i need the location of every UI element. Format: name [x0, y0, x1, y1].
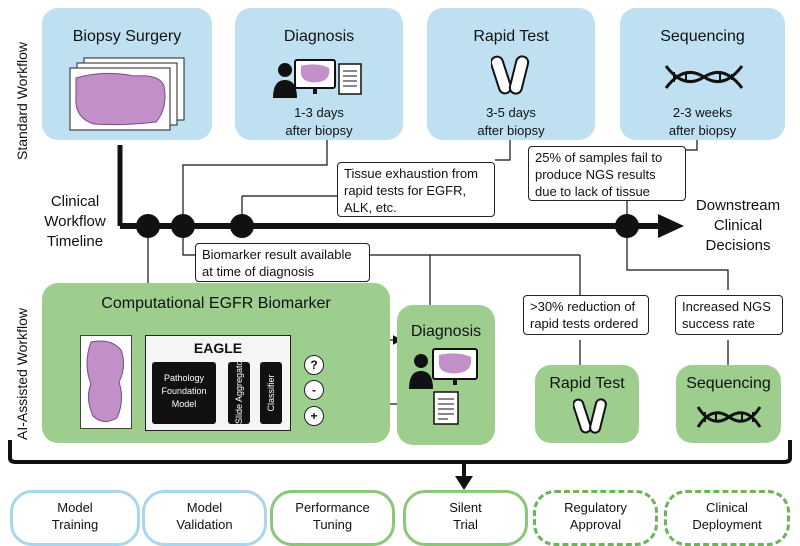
pathology-foundation-model: Pathology Foundation Model: [152, 362, 216, 424]
biopsy-title: Biopsy Surgery: [72, 28, 182, 45]
note-line: at time of diagnosis: [202, 264, 315, 279]
computational-biomarker-box: Computational EGFR Biomarker EAGLE Patho…: [42, 283, 390, 443]
pfm-line: Foundation: [161, 386, 207, 396]
pfm-line: Model: [171, 399, 197, 409]
eagle-label: EAGLE: [193, 340, 243, 356]
biopsy-surgery-box: Biopsy Surgery: [42, 8, 212, 140]
timeline-label-line: Timeline: [46, 233, 104, 250]
step-line: Model: [57, 500, 93, 515]
rapid-time-1: 3-5 days: [486, 105, 536, 120]
note-line: Biomarker result available: [202, 247, 352, 262]
step-line: Silent: [449, 500, 482, 515]
negative-output-icon: -: [304, 380, 324, 400]
classifier: Classifier: [260, 362, 282, 424]
decisions-label-line: Clinical: [713, 217, 763, 234]
test-tubes-icon: [573, 398, 607, 434]
eagle-model-box: EAGLE Pathology Foundation Model Slide A…: [145, 335, 291, 431]
model-validation-step: Model Validation: [142, 490, 267, 546]
note-line: rapid tests ordered: [530, 316, 639, 331]
timeline-arrowhead: [658, 214, 684, 238]
diagnosis-box-top: Diagnosis 1-3 days after biopsy: [235, 8, 403, 140]
clinical-deployment-step: Clinical Deployment: [664, 490, 790, 546]
timeline-dot: [230, 214, 254, 238]
decisions-label-line: Decisions: [705, 237, 771, 254]
step-line: Regulatory: [564, 500, 627, 515]
step-line: Model: [186, 500, 223, 515]
note-line: due to lack of tissue: [535, 184, 650, 199]
pathologist-icon: [273, 59, 362, 98]
test-tubes-icon: [491, 55, 530, 95]
rapid-test-box-top: Rapid Test 3-5 days after biopsy: [427, 8, 595, 140]
sequencing-time-2: after biopsy: [668, 123, 737, 138]
note-line: rapid tests for EGFR,: [344, 183, 467, 198]
timeline-dot: [171, 214, 195, 238]
timeline-dot: [615, 214, 639, 238]
note-line: success rate: [682, 316, 755, 331]
silent-trial-step: Silent Trial: [403, 490, 528, 546]
step-line: Clinical: [706, 500, 748, 515]
ngs-fail-note: 25% of samples fail to produce NGS resul…: [528, 146, 686, 201]
timeline-label-line: Workflow: [44, 213, 106, 230]
diagnosis-box-ai: Diagnosis: [397, 305, 495, 445]
tissue-exhaustion-note: Tissue exhaustion from rapid tests for E…: [337, 162, 495, 217]
uncertain-output-icon: ?: [304, 355, 324, 375]
performance-tuning-step: Performance Tuning: [270, 490, 395, 546]
step-line: Approval: [569, 517, 622, 532]
pathologist-icon: [409, 348, 478, 389]
positive-output-icon: +: [304, 406, 324, 426]
step-line: Training: [51, 517, 99, 532]
timeline-label-line: Clinical: [50, 193, 100, 210]
wsi-slide: [80, 335, 132, 429]
diagnosis-time-1: 1-3 days: [294, 105, 344, 120]
step-line: Trial: [453, 517, 478, 532]
note-line: >30% reduction of: [530, 299, 636, 314]
decisions-label: Downstream Clinical Decisions: [688, 196, 788, 256]
step-line: Validation: [176, 517, 233, 532]
note-line: produce NGS results: [535, 167, 656, 182]
sequencing-box-top: Sequencing 2-3 weeks after biopsy: [620, 8, 785, 140]
rapid-test-box-ai: Rapid Test: [535, 365, 639, 443]
rapid-time-2: after biopsy: [477, 123, 545, 138]
decisions-label-line: Downstream: [695, 197, 781, 214]
classifier-label: Classifier: [266, 374, 276, 412]
tissue-sample-icon: [86, 340, 125, 422]
sequencing-time-1: 2-3 weeks: [672, 105, 733, 120]
reduction-note: >30% reduction of rapid tests ordered: [523, 295, 649, 335]
model-training-step: Model Training: [10, 490, 140, 546]
timeline-dots: [136, 214, 639, 238]
timeline-label: Clinical Workflow Timeline: [30, 192, 120, 252]
dna-icon: [664, 65, 744, 89]
timeline-dot: [136, 214, 160, 238]
diagnosis-title: Diagnosis: [283, 28, 355, 45]
diagnosis-ai-title: Diagnosis: [410, 323, 482, 340]
dna-icon: [696, 406, 762, 428]
slide-aggregator: Slide Aggregator: [228, 357, 250, 424]
note-line: ALK, etc.: [344, 200, 397, 215]
note-line: Tissue exhaustion from: [344, 166, 478, 181]
note-line: 25% of samples fail to: [535, 150, 663, 165]
sequencing-title: Sequencing: [660, 28, 745, 45]
regulatory-approval-step: Regulatory Approval: [533, 490, 658, 546]
sequencing-box-ai: Sequencing: [676, 365, 781, 443]
note-line: Increased NGS: [682, 299, 771, 314]
sequencing-ai-title: Sequencing: [686, 375, 771, 392]
slide-aggregator-label: Slide Aggregator: [234, 357, 244, 424]
ngs-success-note: Increased NGS success rate: [675, 295, 783, 335]
step-line: Deployment: [692, 517, 762, 532]
step-line: Tuning: [312, 517, 353, 532]
diagnosis-time-2: after biopsy: [285, 123, 353, 138]
report-icon: [433, 391, 459, 425]
comp-box-title: Computational EGFR Biomarker: [101, 295, 331, 312]
rapid-title: Rapid Test: [473, 28, 549, 45]
step-line: Performance: [295, 500, 370, 515]
tissue-slides-icon: [69, 57, 185, 131]
rapid-ai-title: Rapid Test: [549, 375, 625, 392]
pfm-line: Pathology: [163, 373, 205, 383]
biomarker-note: Biomarker result available at time of di…: [195, 243, 370, 282]
